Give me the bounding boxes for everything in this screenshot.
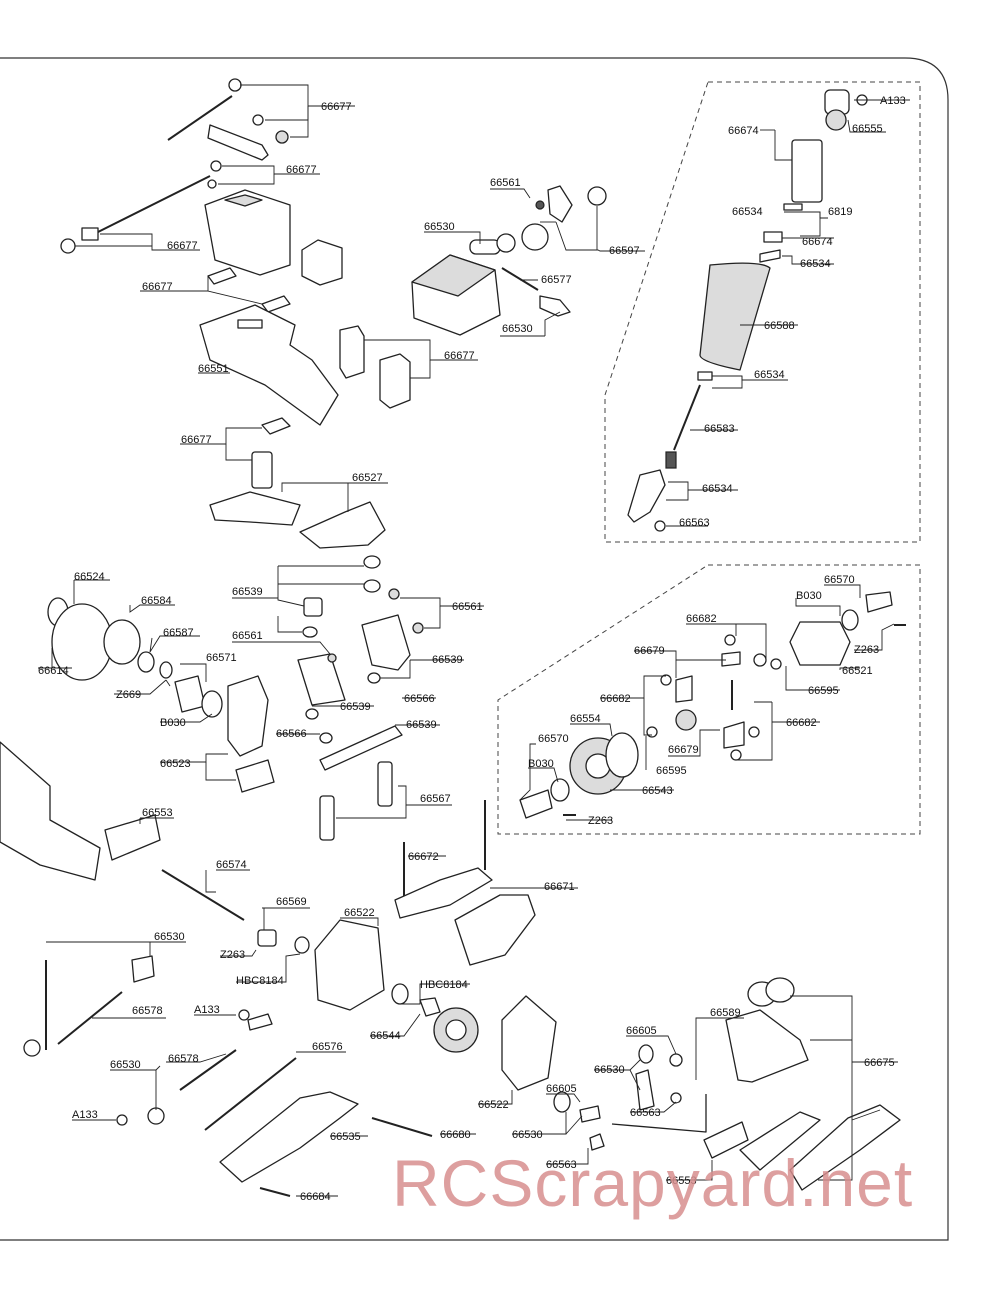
label-66563-top: 66563 <box>679 517 710 529</box>
label-66566-b: 66566 <box>276 728 307 740</box>
shock-detail-box <box>604 81 921 543</box>
label-z263-diff-b: Z263 <box>588 815 613 827</box>
label-66584: 66584 <box>141 595 172 607</box>
label-66535: 66535 <box>330 1131 361 1143</box>
label-66587: 66587 <box>163 627 194 639</box>
label-66583: 66583 <box>704 423 735 435</box>
label-66530-right-a: 66530 <box>594 1064 625 1076</box>
label-66671: 66671 <box>544 881 575 893</box>
page-frame <box>0 57 949 1241</box>
label-66530-top: 66530 <box>424 221 455 233</box>
label-66534-d: 66534 <box>702 483 733 495</box>
label-66561-mid: 66561 <box>452 601 483 613</box>
label-66677-b: 66677 <box>286 164 317 176</box>
label-z263-left: Z263 <box>220 949 245 961</box>
label-66682-b: 66682 <box>600 693 631 705</box>
label-a133-top: A133 <box>880 95 906 107</box>
label-66561-top: 66561 <box>490 177 521 189</box>
label-a133-mid: A133 <box>194 1004 220 1016</box>
label-66570-b: 66570 <box>538 733 569 745</box>
label-z669: Z669 <box>116 689 141 701</box>
label-66534-c: 66534 <box>754 369 785 381</box>
label-66576: 66576 <box>312 1041 343 1053</box>
label-66677-c: 66677 <box>167 240 198 252</box>
label-66534-a: 66534 <box>732 206 763 218</box>
label-b030-diff-a: B030 <box>796 590 822 602</box>
label-66522-front: 66522 <box>344 907 375 919</box>
label-66679-b: 66679 <box>668 744 699 756</box>
label-66530-mid: 66530 <box>502 323 533 335</box>
label-66523: 66523 <box>160 758 191 770</box>
label-66577: 66577 <box>541 274 572 286</box>
label-66571: 66571 <box>206 652 237 664</box>
label-66677-a: 66677 <box>321 101 352 113</box>
label-66574: 66574 <box>216 859 247 871</box>
label-66674-a: 66674 <box>728 125 759 137</box>
label-66522-rear: 66522 <box>478 1099 509 1111</box>
label-66551: 66551 <box>198 363 229 375</box>
label-66530-rear-b: 66530 <box>110 1059 141 1071</box>
label-66530-rear-a: 66530 <box>154 931 185 943</box>
label-66566-a: 66566 <box>404 693 435 705</box>
label-66530-right-b: 66530 <box>512 1129 543 1141</box>
label-66539-c: 66539 <box>340 701 371 713</box>
label-66524: 66524 <box>74 571 105 583</box>
label-66563-right-b: 66563 <box>546 1159 577 1171</box>
label-66567: 66567 <box>420 793 451 805</box>
label-66614: 66614 <box>38 665 69 677</box>
label-66543: 66543 <box>642 785 673 797</box>
label-66674-b: 66674 <box>802 236 833 248</box>
label-66672: 66672 <box>408 851 439 863</box>
label-66677-f: 66677 <box>444 350 475 362</box>
label-hbc8184-b: HBC8184 <box>420 979 468 991</box>
label-66605-b: 66605 <box>546 1083 577 1095</box>
label-66682-a: 66682 <box>686 613 717 625</box>
label-66569: 66569 <box>276 896 307 908</box>
label-66534-b: 66534 <box>800 258 831 270</box>
label-66595-b: 66595 <box>656 765 687 777</box>
label-66553-left: 66553 <box>142 807 173 819</box>
label-hbc8184-a: HBC8184 <box>236 975 284 987</box>
label-6819: 6819 <box>828 206 852 218</box>
label-66561-left: 66561 <box>232 630 263 642</box>
label-66553-right: 66553 <box>666 1175 697 1187</box>
label-66605-a: 66605 <box>626 1025 657 1037</box>
label-66679-a: 66679 <box>634 645 665 657</box>
label-b030-left: B030 <box>160 717 186 729</box>
label-z263-diff-a: Z263 <box>854 644 879 656</box>
label-66521: 66521 <box>842 665 873 677</box>
label-66595-a: 66595 <box>808 685 839 697</box>
label-66554: 66554 <box>570 713 601 725</box>
label-66527: 66527 <box>352 472 383 484</box>
label-66578-b: 66578 <box>168 1053 199 1065</box>
label-66675: 66675 <box>864 1057 895 1069</box>
label-66563-right-a: 66563 <box>630 1107 661 1119</box>
label-a133-bottom: A133 <box>72 1109 98 1121</box>
label-66539-d: 66539 <box>406 719 437 731</box>
label-66680: 66680 <box>440 1129 471 1141</box>
watermark-text: RCScrapyard.net <box>392 1146 914 1220</box>
label-66544: 66544 <box>370 1030 401 1042</box>
label-b030-diff-b: B030 <box>528 758 554 770</box>
label-66555: 66555 <box>852 123 883 135</box>
label-66570-a: 66570 <box>824 574 855 586</box>
leader-lines <box>38 84 910 1197</box>
label-66597: 66597 <box>609 245 640 257</box>
label-66578-a: 66578 <box>132 1005 163 1017</box>
label-66677-d: 66677 <box>142 281 173 293</box>
label-66539-a: 66539 <box>232 586 263 598</box>
label-66684: 66684 <box>300 1191 331 1203</box>
label-66677-g: 66677 <box>181 434 212 446</box>
part-drawings <box>0 78 906 1197</box>
label-66682-c: 66682 <box>786 717 817 729</box>
part-labels: 66677 66677 66677 66677 66551 66677 6667… <box>38 95 906 1203</box>
label-66589: 66589 <box>710 1007 741 1019</box>
label-66539-b: 66539 <box>432 654 463 666</box>
label-66588: 66588 <box>764 320 795 332</box>
